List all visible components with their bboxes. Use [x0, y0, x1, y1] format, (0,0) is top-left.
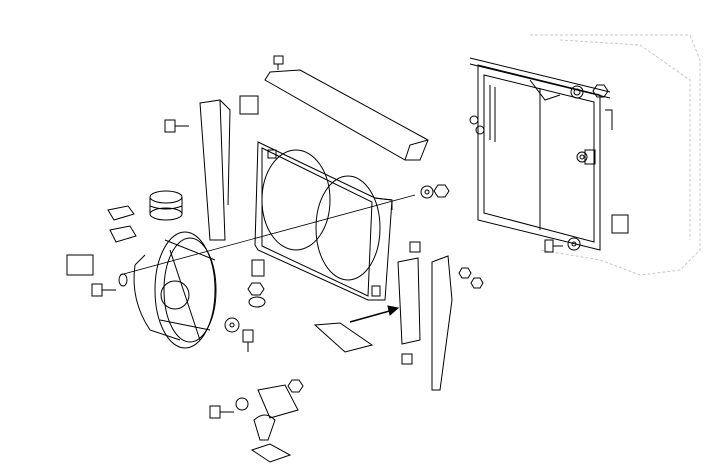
- electric-fan-icon: [134, 232, 216, 348]
- fan-shroud-icon: [255, 142, 392, 300]
- centre-hardware: [225, 260, 265, 352]
- bolt-icon: [243, 330, 253, 352]
- clip-icon: [252, 444, 290, 462]
- clip-icon: [612, 215, 628, 233]
- bolt-icon: [165, 120, 189, 132]
- nut-icon: [288, 380, 303, 392]
- connector-icon: [67, 255, 93, 275]
- shroud-hardware: [421, 185, 449, 198]
- condenser-icon: [470, 58, 612, 250]
- direction-arrow-icon: [350, 306, 398, 322]
- bolt-icon: [210, 406, 234, 418]
- bolt-icon: [545, 240, 563, 252]
- washer-icon: [421, 186, 433, 198]
- clip-icon: [108, 206, 136, 242]
- washer-icon: [236, 398, 248, 410]
- bottom-hardware: [210, 380, 303, 462]
- nut-icon: [434, 185, 449, 197]
- radiator-support-outline-icon: [530, 35, 700, 275]
- washer-icon: [568, 238, 580, 250]
- condenser-hardware: [545, 85, 628, 252]
- nut-icon: [471, 278, 483, 288]
- washer-icon: [225, 318, 239, 332]
- side-bracket-right-icon: [398, 242, 483, 390]
- nut-icon: [593, 85, 608, 97]
- rubber-mount-icon: [252, 260, 264, 276]
- washer-icon: [577, 152, 587, 162]
- rubber-mount-icon: [150, 191, 182, 220]
- nut-icon: [248, 283, 264, 295]
- bolt-icon: [92, 274, 127, 296]
- nut-icon: [571, 86, 583, 98]
- top-cover-plate-icon: [265, 56, 428, 160]
- clip-icon: [254, 415, 275, 440]
- assembly-line: [120, 195, 415, 275]
- washer-icon: [249, 297, 265, 307]
- side-bracket-left-icon: [200, 96, 258, 240]
- nut-icon: [459, 268, 471, 278]
- bottom-air-deflector-icon: [315, 323, 372, 352]
